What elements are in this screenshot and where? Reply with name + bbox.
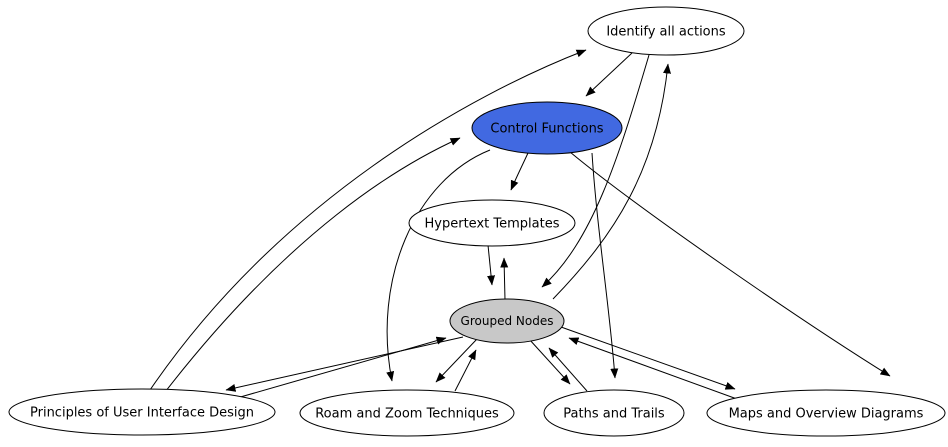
edge-grouped-nodes-to-principles-ui-design bbox=[225, 336, 464, 392]
node-ellipse-principles-ui-design[interactable] bbox=[8, 388, 276, 436]
node-ellipse-hypertext-templates[interactable] bbox=[408, 199, 576, 247]
edge-control-functions-to-roam-zoom-techniques bbox=[386, 149, 491, 382]
edge-principles-ui-design-to-identify-all-actions bbox=[149, 49, 587, 391]
node-ellipse-grouped-nodes[interactable] bbox=[449, 298, 565, 344]
node-hypertext-templates[interactable]: Hypertext Templates bbox=[408, 199, 576, 247]
node-ellipse-maps-overview-diagrams[interactable] bbox=[706, 389, 946, 437]
node-maps-overview-diagrams[interactable]: Maps and Overview Diagrams bbox=[706, 389, 946, 437]
node-principles-ui-design[interactable]: Principles of User Interface Design bbox=[8, 388, 276, 436]
edge-grouped-nodes-to-paths-and-trails bbox=[528, 338, 571, 385]
edge-identify-all-actions-to-grouped-nodes bbox=[541, 54, 650, 288]
node-ellipse-control-functions[interactable] bbox=[471, 101, 623, 155]
edge-principles-ui-design-to-grouped-nodes bbox=[229, 336, 447, 401]
edge-identify-all-actions-to-control-functions bbox=[585, 52, 633, 97]
edge-principles-ui-design-to-control-functions bbox=[161, 137, 461, 397]
edge-maps-overview-diagrams-to-grouped-nodes bbox=[568, 337, 738, 400]
edge-grouped-nodes-to-roam-zoom-techniques bbox=[435, 338, 478, 383]
node-ellipse-identify-all-actions[interactable] bbox=[587, 6, 745, 56]
edge-grouped-nodes-to-maps-overview-diagrams bbox=[560, 326, 736, 390]
edge-control-functions-to-hypertext-templates bbox=[510, 152, 529, 191]
node-ellipse-paths-and-trails[interactable] bbox=[543, 389, 685, 437]
edge-grouped-nodes-to-identify-all-actions bbox=[552, 63, 671, 300]
edge-grouped-nodes-to-hypertext-templates bbox=[500, 257, 509, 301]
node-ellipse-roam-zoom-techniques[interactable] bbox=[299, 389, 515, 437]
edge-control-functions-to-paths-and-trails bbox=[591, 152, 619, 379]
edge-paths-and-trails-to-grouped-nodes bbox=[548, 347, 588, 392]
node-roam-zoom-techniques[interactable]: Roam and Zoom Techniques bbox=[299, 389, 515, 437]
node-grouped-nodes[interactable]: Grouped Nodes bbox=[449, 298, 565, 344]
edge-hypertext-templates-to-grouped-nodes bbox=[487, 244, 496, 286]
node-paths-and-trails[interactable]: Paths and Trails bbox=[543, 389, 685, 437]
edge-control-functions-to-maps-overview-diagrams bbox=[569, 151, 891, 377]
edge-roam-zoom-techniques-to-grouped-nodes bbox=[454, 349, 477, 392]
node-control-functions[interactable]: Control Functions bbox=[471, 101, 623, 155]
node-identify-all-actions[interactable]: Identify all actions bbox=[587, 6, 745, 56]
edges-layer bbox=[149, 49, 891, 401]
